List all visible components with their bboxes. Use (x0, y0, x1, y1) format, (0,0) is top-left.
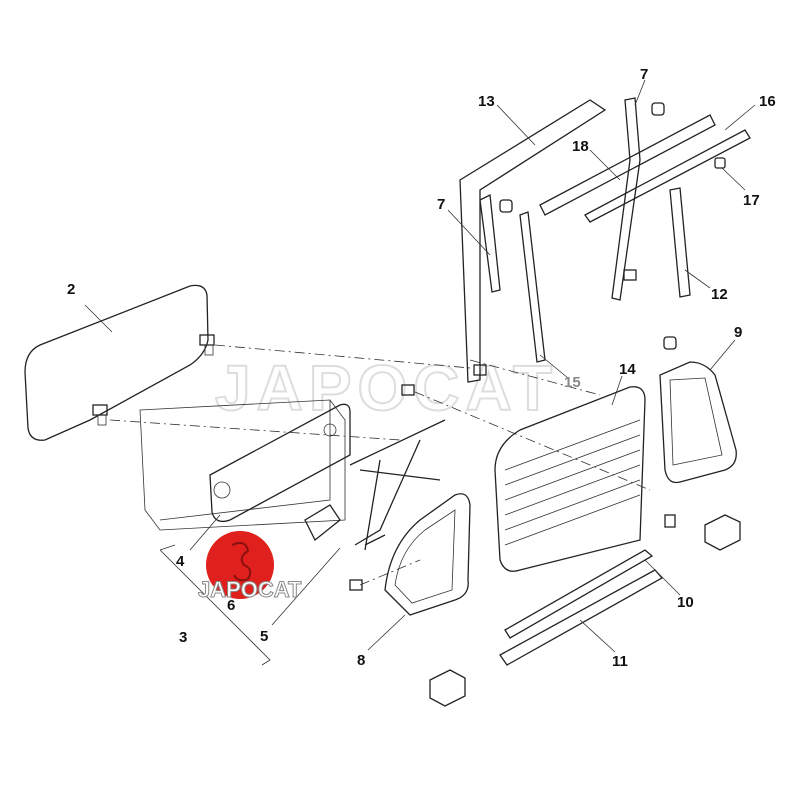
callout-2: 2 (67, 281, 75, 298)
panel-hole (323, 423, 337, 437)
callout-15: 15 (564, 374, 581, 391)
callout-13: 13 (478, 93, 495, 110)
callout-5: 5 (260, 628, 268, 645)
part-4-door-module-panel (209, 403, 351, 523)
glass-inner (394, 509, 456, 604)
pad-icon (429, 514, 741, 707)
part-8-quarter-glass (384, 493, 471, 616)
callout-11: 11 (612, 653, 628, 670)
logo-circle (206, 531, 274, 599)
japocat-logo: JAPOCAT (198, 531, 303, 603)
part-6-regulator-motor (304, 504, 341, 542)
reference-line (109, 344, 651, 586)
callout-18: 18 (572, 138, 589, 155)
callout-17: 17 (743, 192, 760, 209)
callout-16: 16 (759, 93, 776, 110)
part-10-lower-channel (504, 549, 654, 639)
glass-inner (669, 377, 723, 466)
panel-hole (213, 481, 231, 499)
part-15-rear-channel (519, 211, 546, 363)
part-9-rear-quarter-glass (659, 361, 737, 484)
callout-4: 4 (176, 553, 185, 570)
part-16-belt-molding (584, 129, 751, 223)
callout-12: 12 (711, 286, 728, 303)
part-5-window-regulator (349, 419, 446, 551)
part-7-run-channel (611, 97, 641, 301)
bolt-icon (401, 384, 415, 396)
part-11-lower-sash-strip (499, 569, 664, 666)
part-18-belt-weatherstrip (539, 114, 716, 216)
glass-shading (504, 419, 641, 546)
bolt-icon (349, 579, 363, 591)
callout-3: 3 (179, 629, 187, 646)
callout-7: 7 (437, 196, 445, 213)
bolt-icon (92, 404, 108, 426)
bolt-icon (199, 334, 215, 356)
callout-7: 7 (640, 66, 648, 83)
callout-6: 6 (227, 597, 235, 614)
leader-lines (189, 79, 756, 653)
phantom-door-outline (139, 399, 346, 531)
bracket-3 (159, 544, 271, 666)
clip-icon (499, 102, 726, 528)
part-2-sealing-sheet (24, 284, 209, 441)
part-13-door-sash-frame (459, 99, 607, 383)
callout-10: 10 (677, 594, 694, 611)
part-14-door-glass (494, 386, 646, 572)
bolt-icon (623, 269, 637, 281)
leader (84, 304, 113, 333)
logo-emblem (231, 542, 252, 582)
callout-14: 14 (619, 361, 636, 378)
callout-9: 9 (734, 324, 742, 341)
watermark: JAPOCAT (215, 352, 558, 424)
part-12-division-bar (669, 187, 691, 298)
part-7-run-channel (479, 193, 501, 293)
logo-text: JAPOCAT (198, 577, 302, 602)
callout-8: 8 (357, 652, 365, 669)
